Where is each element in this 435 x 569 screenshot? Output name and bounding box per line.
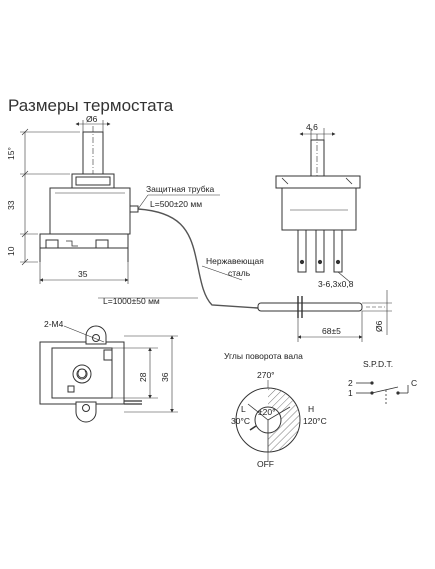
- label-stainless-line2: сталь: [228, 268, 251, 278]
- dim-angle: 15°: [6, 147, 16, 160]
- side-shaft: [310, 139, 325, 177]
- terminal-1: [297, 229, 307, 273]
- spdt-schematic: [356, 381, 409, 405]
- rotation-title: Углы поворота вала: [224, 351, 303, 361]
- front-view-labels: Ø6 15° 33 10 35 Защитная трубка L=500±20…: [6, 114, 215, 306]
- rotation-tolerance: ±20°: [258, 407, 276, 417]
- rotation-angle-top: 270°: [257, 370, 275, 380]
- switch-pin-c: C: [411, 378, 417, 388]
- label-tube-length: L=500±20 мм: [150, 199, 202, 209]
- thermostat-body: [49, 187, 131, 235]
- dim-shaft-width: 4,6: [306, 122, 318, 132]
- side-view-labels: 4,6 Нержавеющая сталь 3-6,3x0,8: [206, 122, 354, 289]
- sensor-bulb: [257, 290, 392, 342]
- side-view: [201, 128, 361, 283]
- rotation-off-label: OFF: [257, 459, 274, 469]
- rotation-h-temp: 120°C: [303, 416, 327, 426]
- dim-36: 36: [160, 372, 170, 382]
- dim-lower: 10: [6, 246, 16, 256]
- dim-shaft-diameter: Ø6: [86, 114, 98, 124]
- capillary-tube: [137, 208, 259, 309]
- rotation-h-label: H: [308, 404, 314, 414]
- dim-width: 35: [78, 269, 88, 279]
- side-body: [281, 187, 357, 231]
- page-title: Размеры термостата: [8, 96, 174, 115]
- front-view: [20, 120, 220, 284]
- rotation-l-label: L: [241, 404, 246, 414]
- dim-28: 28: [138, 372, 148, 382]
- terminal-2: [315, 229, 325, 273]
- dim-terminals: 3-6,3x0,8: [318, 279, 354, 289]
- label-protective-tube: Защитная трубка: [146, 184, 215, 194]
- dim-bulb-length: 68±5: [322, 326, 341, 336]
- switch-pin-2: 2: [348, 378, 353, 388]
- switch-title: S.P.D.T.: [363, 359, 393, 369]
- switch-pin-1: 1: [348, 388, 353, 398]
- terminal-c: [333, 229, 343, 273]
- label-capillary-length: L=1000±50 мм: [103, 296, 160, 306]
- bottom-view: [39, 325, 178, 423]
- dim-height: 33: [6, 200, 16, 210]
- rotation-diagram: [235, 380, 301, 462]
- dim-bulb-diameter: Ø6: [374, 320, 384, 332]
- rotation-l-temp: 30°C: [231, 416, 250, 426]
- label-screws: 2-M4: [44, 319, 64, 329]
- label-stainless-line1: Нержавеющая: [206, 256, 264, 266]
